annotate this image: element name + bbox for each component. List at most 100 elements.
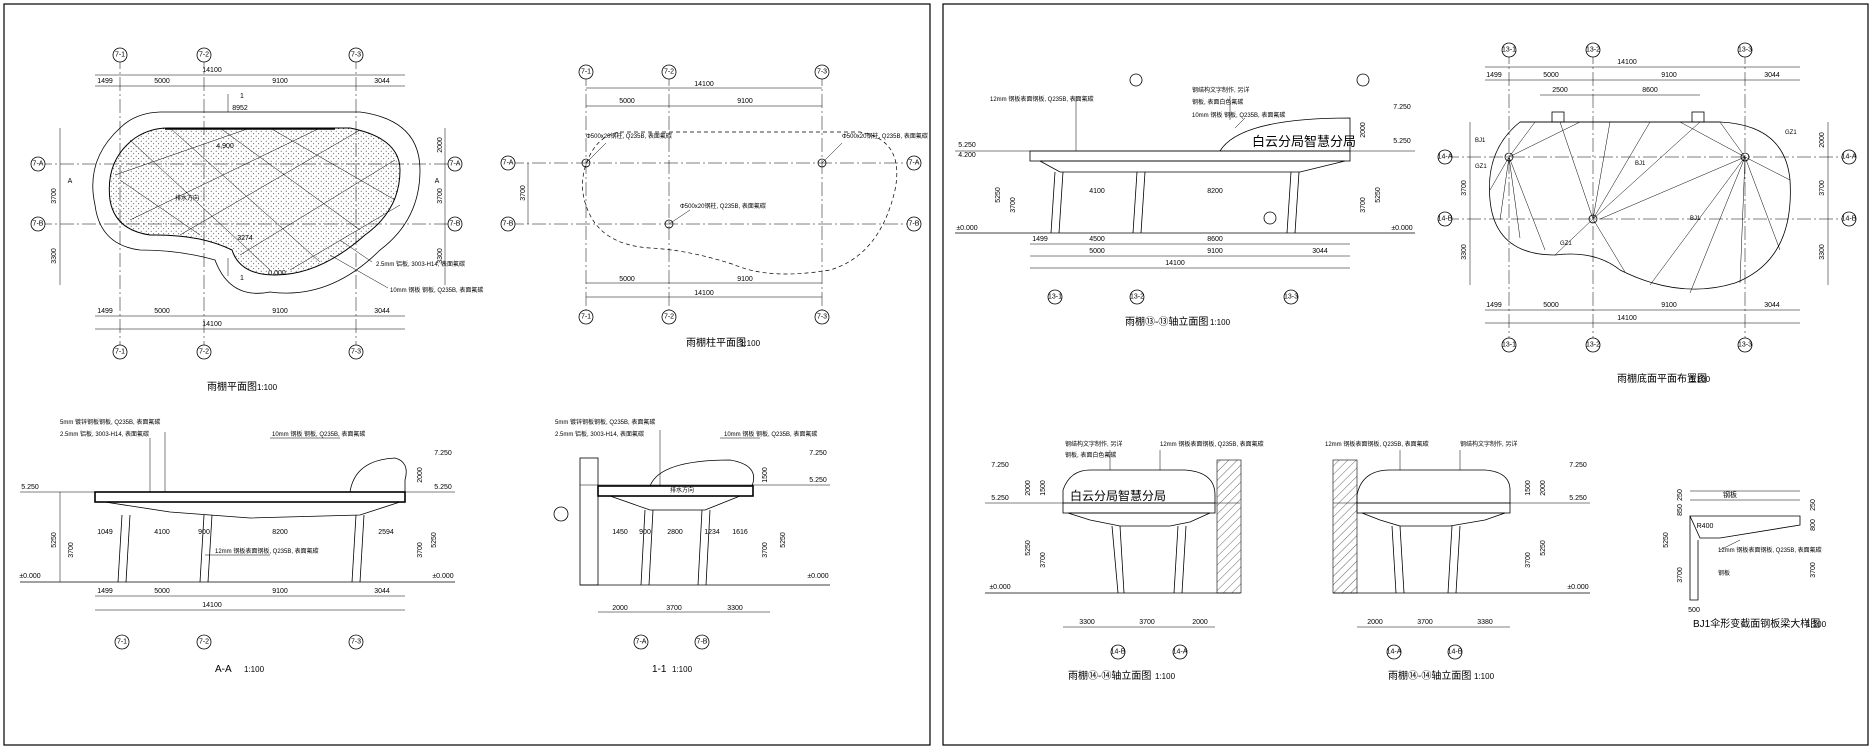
axis-label: 14-A xyxy=(1842,154,1857,161)
dim-text: 3700 xyxy=(520,185,527,201)
member-label: GZ1 xyxy=(1475,164,1487,170)
dim-text: 2000 xyxy=(417,467,424,483)
axis-label: 7-B xyxy=(697,639,708,646)
dim-text: 2000 xyxy=(437,137,444,153)
elev-text: ±0.000 xyxy=(1567,584,1588,591)
dim-text: 0.000 xyxy=(268,270,286,277)
dim-text: 8600 xyxy=(1642,87,1658,94)
axis-bubble xyxy=(1585,337,1601,353)
member-label: GZ1 xyxy=(1560,241,1572,247)
section-mark: 1 xyxy=(240,93,244,100)
dim-text: 5250 xyxy=(431,532,438,548)
dim-text: 9100 xyxy=(1661,302,1677,309)
dim-text: 5250 xyxy=(1540,540,1547,556)
dim-text: 4,900 xyxy=(216,143,234,150)
dim-text: 3700 xyxy=(1417,619,1433,626)
axis-label: 7-2 xyxy=(664,314,674,321)
axis-label: 7-2 xyxy=(199,639,209,646)
dim-text: 3700 xyxy=(437,188,444,204)
axis-bubble xyxy=(196,47,212,63)
elev-text: 7.250 xyxy=(1393,104,1411,111)
dim-text: 9100 xyxy=(737,98,753,105)
dim-text: 3700 xyxy=(1677,567,1684,583)
dim-text: 500 xyxy=(1688,607,1700,614)
axis-bubble xyxy=(500,155,516,171)
axis-bubble xyxy=(661,309,677,325)
drawing-scale: 1:100 xyxy=(1155,672,1176,681)
dim-text: 9100 xyxy=(272,588,288,595)
dim-text: 9100 xyxy=(272,78,288,85)
drawing-title: A-A xyxy=(215,664,232,675)
dim-text: 2000 xyxy=(1819,132,1826,148)
material-note: 2.5mm 铝板, 3003-H14, 表面氟碳 xyxy=(555,430,644,438)
dim-text: 2800 xyxy=(667,529,683,536)
dim-text: 1499 xyxy=(97,588,113,595)
axis-label: 7-3 xyxy=(351,639,361,646)
elev-text: 5.250 xyxy=(958,142,976,149)
member-label: BJ1 xyxy=(1690,216,1701,222)
dim-text: 9100 xyxy=(272,308,288,315)
dim-text: 8952 xyxy=(232,105,248,112)
axis-bubble xyxy=(578,309,594,325)
dim-text: 3700 xyxy=(762,542,769,558)
axis-bubble xyxy=(1585,42,1601,58)
axis-label: 7-1 xyxy=(581,69,591,76)
dim-text: 3300 xyxy=(437,248,444,264)
axis-label: 7-3 xyxy=(351,52,361,59)
dim-text: 3700 xyxy=(1040,552,1047,568)
axis-label: 13-1 xyxy=(1502,47,1516,54)
dim-text: 2000 xyxy=(1540,480,1547,496)
dim-text: 3044 xyxy=(1764,72,1780,79)
axis-bubble xyxy=(348,47,364,63)
member-label: BJ1 xyxy=(1475,138,1486,144)
drawing-title: 雨棚⑭-⑭轴立面图 xyxy=(1388,669,1471,682)
dim-text: 3300 xyxy=(1819,244,1826,260)
dim-text: 3300 xyxy=(51,248,58,264)
dim-text: 5250 xyxy=(1025,540,1032,556)
material-note: 钢板 xyxy=(1723,490,1737,499)
elev-text: 4.200 xyxy=(958,152,976,159)
dim-text: 9100 xyxy=(737,276,753,283)
material-note: 钢结构文字制作, 另详 xyxy=(1192,86,1249,94)
dim-text: 5000 xyxy=(154,78,170,85)
axis-bubble xyxy=(633,634,649,650)
dim-text: 14100 xyxy=(1617,59,1637,66)
dim-text: 5250 xyxy=(51,532,58,548)
dim-text: 3044 xyxy=(1764,302,1780,309)
dim-text: 4100 xyxy=(1089,188,1105,195)
dim-text: 14100 xyxy=(1165,260,1185,267)
axis-bubble xyxy=(112,344,128,360)
material-note: 12mm 钢板表面钢板, Q235B, 表面氟碳 xyxy=(1160,440,1264,448)
dim-text: 1616 xyxy=(732,529,748,536)
drawing-title: 雨棚柱平面图 xyxy=(686,336,746,349)
dim-text: R400 xyxy=(1697,523,1714,530)
dim-text: 5000 xyxy=(619,98,635,105)
column-plan: 14100 5000 9100 5000 9100 14100 3700 Φ50… xyxy=(500,64,928,349)
dim-text: 250 xyxy=(1677,489,1684,501)
elev-text: ±0.000 xyxy=(989,584,1010,591)
axis-bubble xyxy=(1447,644,1463,660)
dim-text: 2000 xyxy=(1367,619,1383,626)
sign-text: 白云分局智慧分局 xyxy=(1252,134,1356,149)
dim-text: 1499 xyxy=(97,308,113,315)
elevation-14-left: 7.250 5.250 ±0.000 白云分局智慧分局 3300 3700 20… xyxy=(985,440,1264,682)
dim-text: 3274 xyxy=(237,235,253,242)
axis-bubble xyxy=(196,634,212,650)
axis-label: 14-B xyxy=(1448,649,1463,656)
drawing-title: 1-1 xyxy=(652,664,667,675)
axis-bubble xyxy=(1737,42,1753,58)
drawing-scale: 1:100 xyxy=(1474,672,1495,681)
bj1-detail: 钢板 R400 12mm 钢板表面钢板, Q235B, 表面氟碳 钢板 5250… xyxy=(1663,489,1827,630)
dim-text: 3044 xyxy=(1312,248,1328,255)
material-note: 钢结构文字制作, 另详 xyxy=(1065,440,1122,448)
material-note: 钢板 xyxy=(1718,569,1730,577)
axis-bubble xyxy=(694,634,710,650)
dim-text: 5000 xyxy=(619,276,635,283)
material-note: 钢结构文字制作, 另详 xyxy=(1460,440,1517,448)
axis-label: 14-A xyxy=(1387,649,1402,656)
dim-text: 1499 xyxy=(1486,72,1502,79)
detail-bubble xyxy=(553,506,569,522)
material-note: 钢板, 表面白色氟碳 xyxy=(1065,451,1116,459)
material-note: 12mm 钢板表面钢板, Q235B, 表面氟碳 xyxy=(990,95,1094,103)
